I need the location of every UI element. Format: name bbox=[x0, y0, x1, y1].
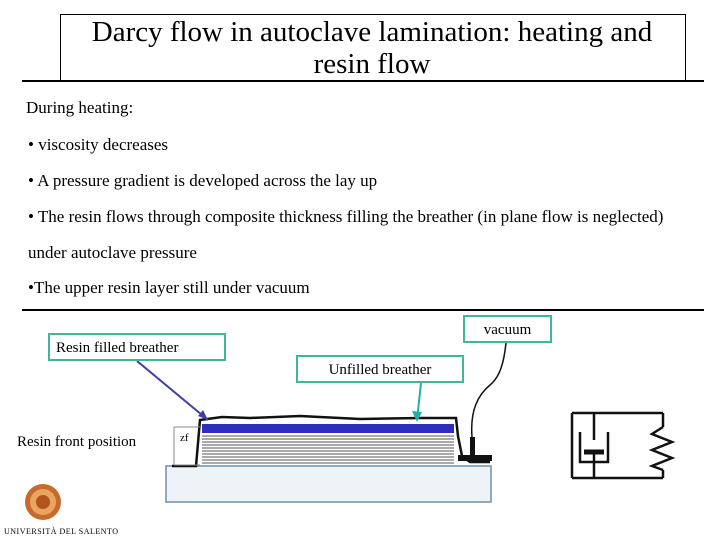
bullet-upper-resin-vacuum: •The upper resin layer still under vacuu… bbox=[28, 278, 310, 297]
mould-tool bbox=[165, 465, 492, 503]
resin-filled-breather-label: Resin filled breather bbox=[48, 333, 226, 361]
slide-title: Darcy flow in autoclave lamination: heat… bbox=[91, 16, 653, 80]
section-divider bbox=[22, 309, 704, 311]
zf-label: zf bbox=[180, 432, 189, 444]
resin-front-position-label: Resin front position bbox=[17, 434, 137, 450]
university-seal-logo bbox=[25, 484, 61, 520]
university-logo-text: UNIVERSITÀ DEL SALENTO bbox=[4, 527, 119, 536]
vacuum-port-stem bbox=[470, 437, 475, 457]
intro-text: During heating: bbox=[26, 98, 134, 117]
dashpot-spring-icon bbox=[570, 411, 676, 480]
bullet-resin-flow: • The resin flows through composite thic… bbox=[28, 207, 664, 262]
resin-filled-breather-band bbox=[202, 424, 454, 433]
laminate-stack bbox=[202, 427, 454, 465]
title-underline bbox=[22, 80, 704, 82]
title-frame bbox=[60, 14, 686, 81]
resin-filled-arrow bbox=[136, 360, 209, 421]
unfilled-breather-label: Unfilled breather bbox=[296, 355, 464, 383]
vacuum-label: vacuum bbox=[463, 315, 552, 343]
bullet-pressure-gradient: • A pressure gradient is developed acros… bbox=[28, 171, 378, 190]
vacuum-port bbox=[458, 455, 492, 461]
vacuum-hose bbox=[470, 342, 507, 438]
bullet-viscosity: • viscosity decreases bbox=[28, 135, 169, 154]
